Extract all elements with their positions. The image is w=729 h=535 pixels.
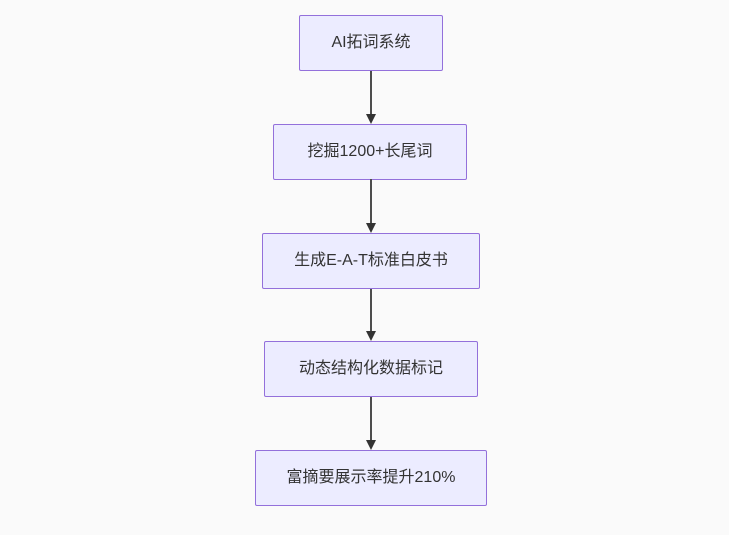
flow-node-label: 挖掘1200+长尾词 (307, 143, 433, 160)
flow-node-eat-whitepaper: 生成E-A-T标准白皮书 (262, 233, 480, 289)
arrow-line (370, 397, 372, 440)
flow-arrow-3 (366, 289, 376, 341)
flow-node-label: 动态结构化数据标记 (298, 360, 443, 377)
flow-node-ai-keyword-system: AI拓词系统 (299, 15, 443, 71)
flow-node-rich-snippet-rate: 富摘要展示率提升210% (255, 450, 487, 506)
arrow-line (370, 179, 372, 223)
arrow-line (370, 71, 372, 114)
arrowhead-down-icon (366, 440, 376, 450)
flow-node-longtail-mining: 挖掘1200+长尾词 (273, 124, 467, 180)
flow-node-label: AI拓词系统 (331, 34, 411, 51)
flow-arrow-2 (366, 179, 376, 233)
flow-arrow-4 (366, 397, 376, 450)
flow-node-label: 生成E-A-T标准白皮书 (294, 252, 448, 269)
arrow-line (370, 289, 372, 331)
arrowhead-down-icon (366, 331, 376, 341)
flow-node-label: 富摘要展示率提升210% (286, 469, 456, 486)
flow-arrow-1 (366, 71, 376, 124)
arrowhead-down-icon (366, 114, 376, 124)
flow-node-structured-data-markup: 动态结构化数据标记 (264, 341, 478, 397)
arrowhead-down-icon (366, 223, 376, 233)
